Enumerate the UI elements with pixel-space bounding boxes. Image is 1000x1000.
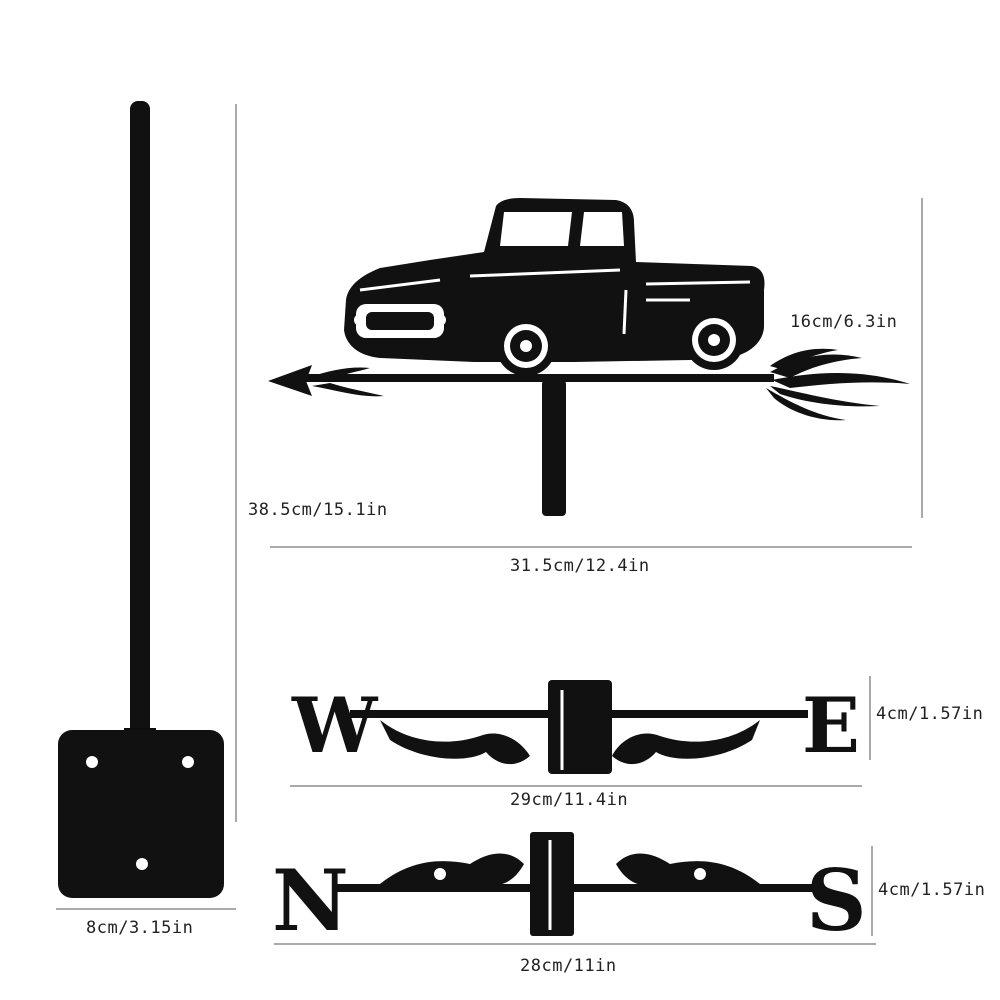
- truck-window: [580, 212, 624, 246]
- screw-hole: [86, 756, 98, 768]
- north-south-bar: N S: [272, 832, 867, 950]
- scroll-ornament: [380, 853, 524, 889]
- arrow-bar: [300, 374, 774, 382]
- truck-headlight: [354, 314, 366, 326]
- screw-hole: [136, 858, 148, 870]
- flame-left: [310, 367, 370, 379]
- arrow-mount-post: [542, 380, 566, 516]
- we-width-label: 29cm/11.4in: [510, 790, 629, 810]
- screw-hole: [182, 756, 194, 768]
- mounting-pole: [124, 101, 156, 826]
- letter-north: N: [272, 851, 349, 950]
- tail-flames: [766, 348, 910, 421]
- ns-bar-rod: [336, 884, 822, 892]
- dimension-lines: [56, 104, 923, 945]
- truck-headlight: [434, 314, 446, 326]
- letter-south: S: [806, 851, 867, 950]
- truck-body: [344, 198, 765, 362]
- base-plate: [58, 730, 224, 898]
- we-bar-hinge: [548, 680, 612, 774]
- ns-width-label: 28cm/11in: [520, 956, 617, 976]
- scroll-ornament: [616, 853, 760, 889]
- arrow-head: [268, 365, 312, 396]
- pickup-truck-silhouette: [344, 198, 765, 376]
- arrow-width-label: 31.5cm/12.4in: [510, 556, 650, 576]
- we-height-label: 4cm/1.57in: [876, 704, 984, 724]
- scroll-ornament: [380, 720, 530, 765]
- truck-arrow-assembly: [268, 198, 910, 516]
- flame-left: [312, 383, 384, 397]
- ns-bar-hinge: [530, 832, 574, 936]
- truck-height-label: 16cm/6.3in: [790, 312, 898, 332]
- ns-height-label: 4cm/1.57in: [878, 880, 986, 900]
- west-east-bar: W E: [291, 680, 860, 774]
- letter-east: E: [802, 681, 860, 770]
- truck-window: [500, 212, 572, 246]
- base-plate-body: [58, 730, 224, 898]
- scroll-ornament: [612, 720, 760, 765]
- pole-rod: [130, 101, 150, 823]
- pole-height-label: 38.5cm/15.1in: [248, 500, 388, 520]
- base-width-label: 8cm/3.15in: [86, 918, 194, 938]
- letter-west: W: [291, 681, 379, 770]
